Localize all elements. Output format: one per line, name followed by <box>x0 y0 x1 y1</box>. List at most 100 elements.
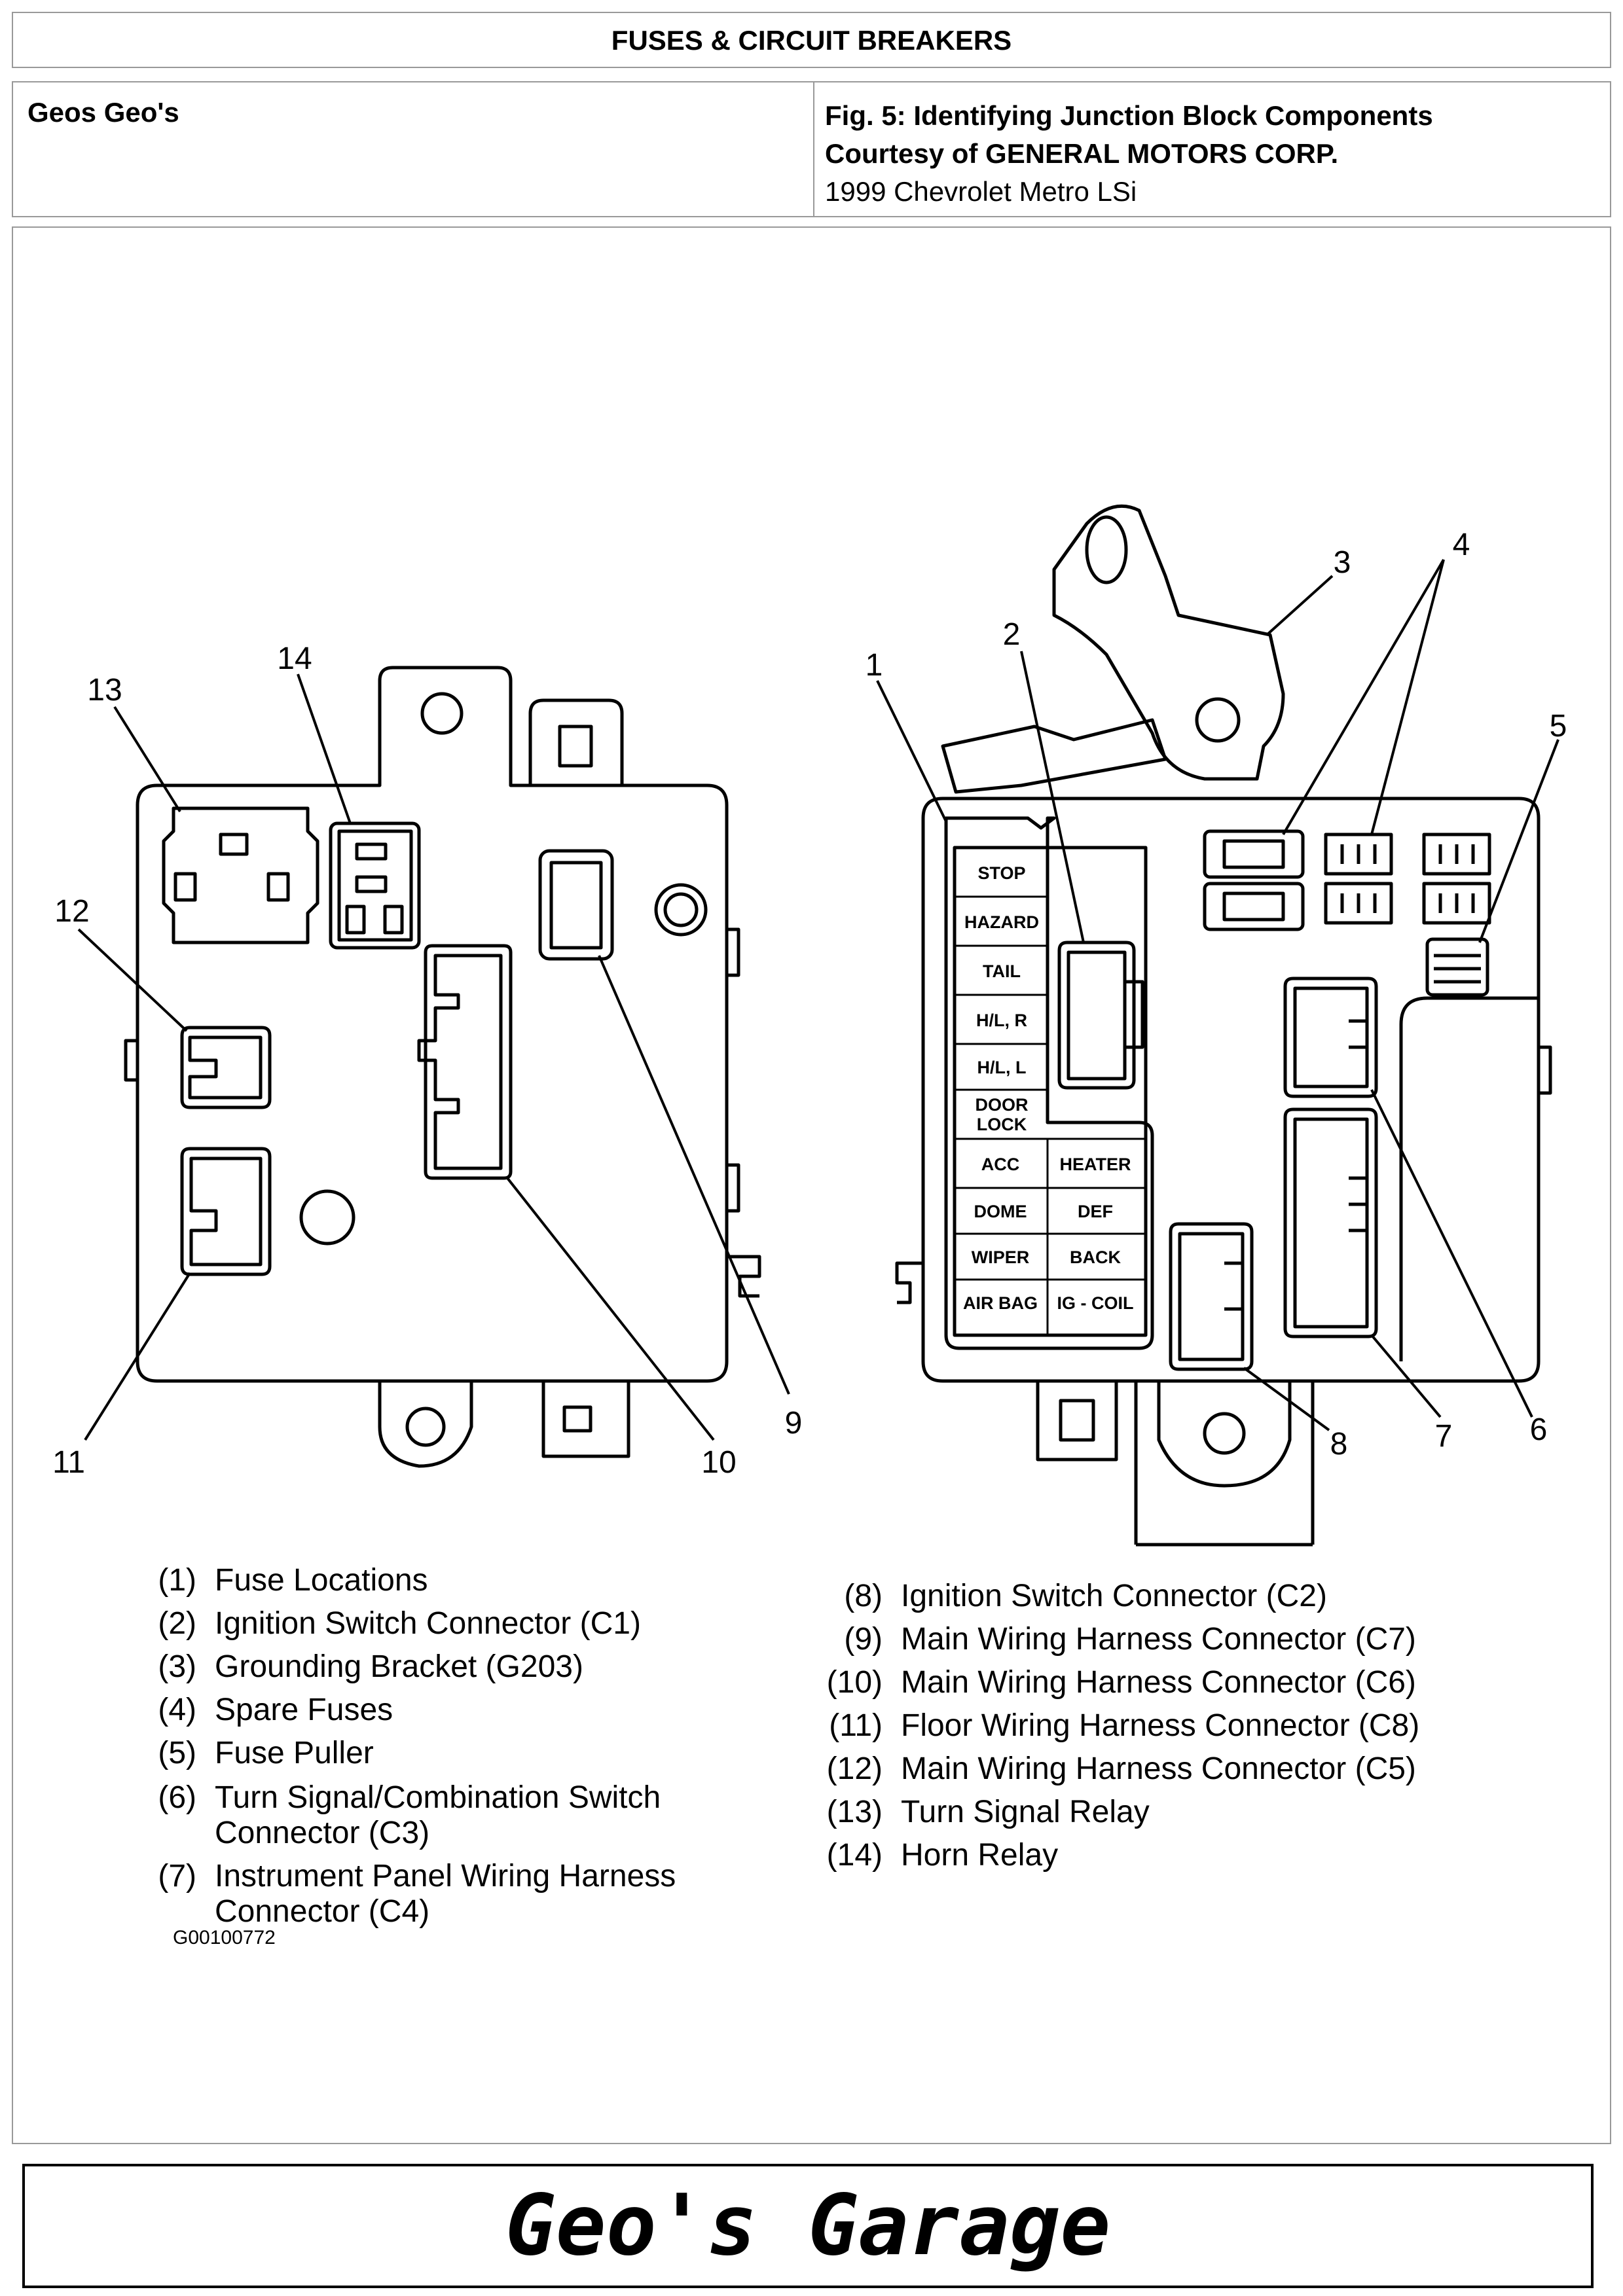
figure-caption: Fig. 5: Identifying Junction Block Compo… <box>825 97 1433 211</box>
connector-c6-inner <box>417 954 503 1170</box>
subheader: Geos Geo's Fig. 5: Identifying Junction … <box>12 81 1611 217</box>
callout-9: 9 <box>785 1406 803 1441</box>
fuse-label-hazard: HAZARD <box>964 912 1039 932</box>
fuse-grid <box>955 895 1146 1335</box>
connector-c5-inner <box>188 1035 263 1100</box>
connector-c4 <box>1283 1107 1378 1338</box>
junction-block-diagram: STOP HAZARD TAIL H/L, R H/L, L DOOR LOCK… <box>52 504 1567 1547</box>
legend-text: Fuse Locations <box>215 1563 428 1598</box>
left-top-tab <box>528 698 624 785</box>
legend-text-line2: Connector (C3) <box>215 1816 430 1850</box>
horn-relay <box>329 821 421 950</box>
horn-relay-inner <box>337 829 413 942</box>
left-side-clip <box>727 1255 761 1298</box>
callout-numbers: 1 2 3 4 5 6 7 8 9 10 11 12 13 14 <box>52 528 1567 1480</box>
callout-1: 1 <box>866 648 883 683</box>
legend-item: (13) Turn Signal Relay <box>783 1791 1503 1834</box>
left-bottom-mount-hole <box>405 1407 446 1447</box>
fuse-label-hl-r: H/L, R <box>976 1011 1027 1030</box>
connector-c2 <box>1169 1222 1254 1371</box>
legend-num: (10) <box>826 1665 883 1700</box>
leader-lines <box>77 558 1559 1441</box>
relay14-pin-b <box>355 875 388 893</box>
callout-11: 11 <box>52 1445 85 1480</box>
right-side-tab <box>1537 1045 1552 1095</box>
legend-text: Main Wiring Harness Connector (C6) <box>901 1665 1416 1700</box>
callout-6: 6 <box>1530 1412 1548 1447</box>
legend-text-line2: Connector (C4) <box>215 1894 430 1929</box>
left-bottom-tab <box>541 1381 630 1458</box>
right-junction-block <box>895 504 1552 1547</box>
legend-num: (1) <box>158 1563 196 1598</box>
legend-num: (14) <box>826 1838 883 1873</box>
legend-item: (5) Fuse Puller <box>128 1732 783 1775</box>
connector-c7-inner <box>549 861 603 950</box>
left-mount-hole-right <box>654 883 708 937</box>
fuse-label-back: BACK <box>1070 1247 1121 1267</box>
callout-3: 3 <box>1334 545 1351 580</box>
left-bottom-tab-slot <box>562 1405 593 1433</box>
callout-10: 10 <box>701 1445 736 1480</box>
footer-brand: Geo's Garage <box>22 2164 1594 2288</box>
legend-num: (12) <box>826 1751 883 1786</box>
vehicle-label: 1999 Chevrolet Metro LSi <box>825 176 1137 207</box>
legend-item: (14)Horn Relay <box>783 1834 1503 1877</box>
legend-text: Turn Signal Relay <box>901 1795 1150 1829</box>
left-block-body <box>136 666 729 1383</box>
grounding-bracket <box>1052 504 1285 781</box>
legend-num: (3) <box>158 1649 196 1684</box>
connector-c6 <box>424 944 513 1180</box>
legend-item: (2) Ignition Switch Connector (C1) <box>128 1602 783 1645</box>
figure-id: G00100772 <box>173 1927 276 1948</box>
legend-num: (8) <box>844 1579 883 1613</box>
relay13-pin-top <box>219 833 249 856</box>
fuse-label-dome: DOME <box>974 1202 1027 1221</box>
right-block-step <box>1399 996 1539 1361</box>
legend-item: (1) Fuse Locations <box>128 1559 783 1602</box>
figure-frame <box>12 226 1611 2144</box>
relay14-pin-d <box>383 905 404 935</box>
fuse-label-wiper: WIPER <box>972 1247 1030 1267</box>
fuse-label-airbag: AIR BAG <box>963 1293 1038 1313</box>
bracket-bolt-hole <box>1195 697 1241 743</box>
connector-c2-inner <box>1178 1232 1245 1361</box>
legend-num: (6) <box>158 1780 196 1815</box>
fuse-puller <box>1425 937 1489 997</box>
figure-title: Fig. 5: Identifying Junction Block Compo… <box>825 100 1433 131</box>
ignition-plug <box>941 718 1167 794</box>
legend-left: (1) Fuse Locations (2) Ignition Switch Con… <box>128 1559 783 1929</box>
legend-text: Fuse Puller <box>215 1736 374 1770</box>
fuse-label-stop: STOP <box>977 863 1025 883</box>
legend-text: Ignition Switch Connector (C2) <box>901 1579 1327 1613</box>
figure-courtesy: Courtesy of GENERAL MOTORS CORP. <box>825 138 1339 169</box>
right-bottom-mount-hole <box>1203 1412 1246 1455</box>
legend-num: (2) <box>158 1606 196 1641</box>
legend-text: Floor Wiring Harness Connector (C8) <box>901 1708 1420 1743</box>
legend-right: (8)Ignition Switch Connector (C2) (9)Mai… <box>783 1575 1503 1877</box>
fuse-label-tail: TAIL <box>983 961 1021 981</box>
right-bottom-rail <box>1134 1381 1315 1547</box>
legend-text: Main Wiring Harness Connector (C5) <box>901 1751 1416 1786</box>
fuse-label-def: DEF <box>1078 1202 1113 1221</box>
fuse-label-hl-l: H/L, L <box>977 1058 1027 1077</box>
connector-c4-inner <box>1293 1117 1369 1329</box>
right-block-body <box>921 797 1541 1383</box>
connector-c8 <box>180 1147 272 1276</box>
fuse-label-lock: LOCK <box>977 1115 1027 1134</box>
legend-num: (5) <box>158 1736 196 1770</box>
legend-text: Spare Fuses <box>215 1693 393 1727</box>
callout-5: 5 <box>1550 709 1567 744</box>
connector-c3-inner <box>1293 986 1369 1088</box>
legend-num: (4) <box>158 1693 196 1727</box>
page-header-title: FUSES & CIRCUIT BREAKERS <box>12 12 1611 68</box>
legend-num: (13) <box>826 1795 883 1829</box>
fuse-label-heater: HEATER <box>1059 1155 1131 1174</box>
connector-c3 <box>1283 977 1378 1098</box>
spare-fuses <box>1203 829 1491 931</box>
fuse-labels: STOP HAZARD TAIL H/L, R H/L, L DOOR LOCK… <box>963 863 1134 1313</box>
legend-text: Ignition Switch Connector (C1) <box>215 1606 641 1641</box>
fuse-label-igcoil: IG - COIL <box>1057 1293 1134 1313</box>
